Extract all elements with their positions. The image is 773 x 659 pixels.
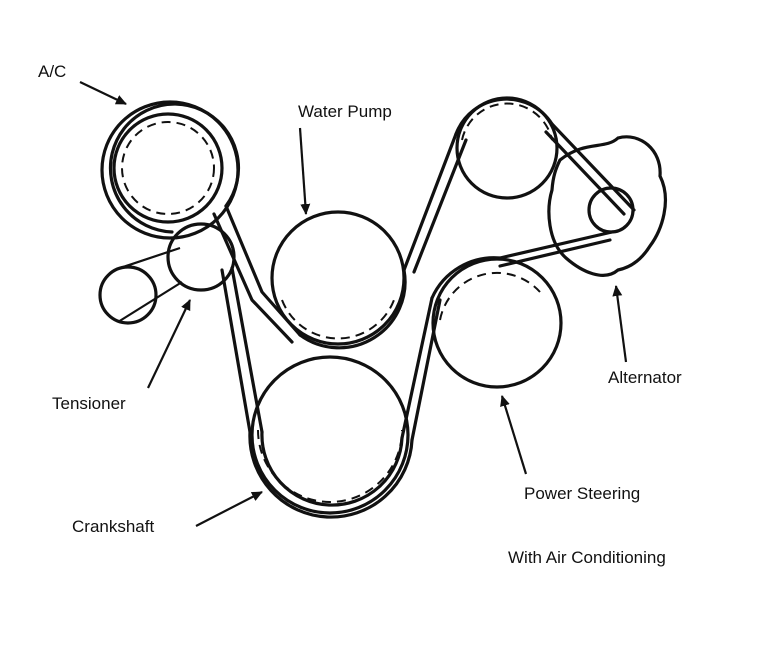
tensioner-arrow — [147, 299, 191, 389]
leader-arrows — [79, 81, 628, 527]
water-pump-label: Water Pump — [298, 102, 392, 121]
alternator-arrow — [612, 285, 628, 363]
crankshaft-label: Crankshaft — [72, 517, 155, 536]
power-steering-arrow — [500, 395, 528, 475]
alternator — [547, 135, 668, 277]
crankshaft-pulley — [250, 355, 410, 515]
drive-belt — [108, 97, 636, 519]
alternator-label: Alternator — [608, 368, 682, 387]
crankshaft-arrow — [195, 491, 263, 527]
caption-text: With Air Conditioning — [508, 548, 666, 567]
tensioner-label: Tensioner — [52, 394, 126, 413]
ac-arrow — [79, 81, 127, 105]
power-steering-label: Power Steering — [524, 484, 641, 503]
idler-pulley — [98, 246, 183, 325]
power-steering-pulley — [431, 257, 563, 389]
ac-label: A/C — [38, 62, 67, 81]
water-pump-arrow — [298, 127, 311, 215]
